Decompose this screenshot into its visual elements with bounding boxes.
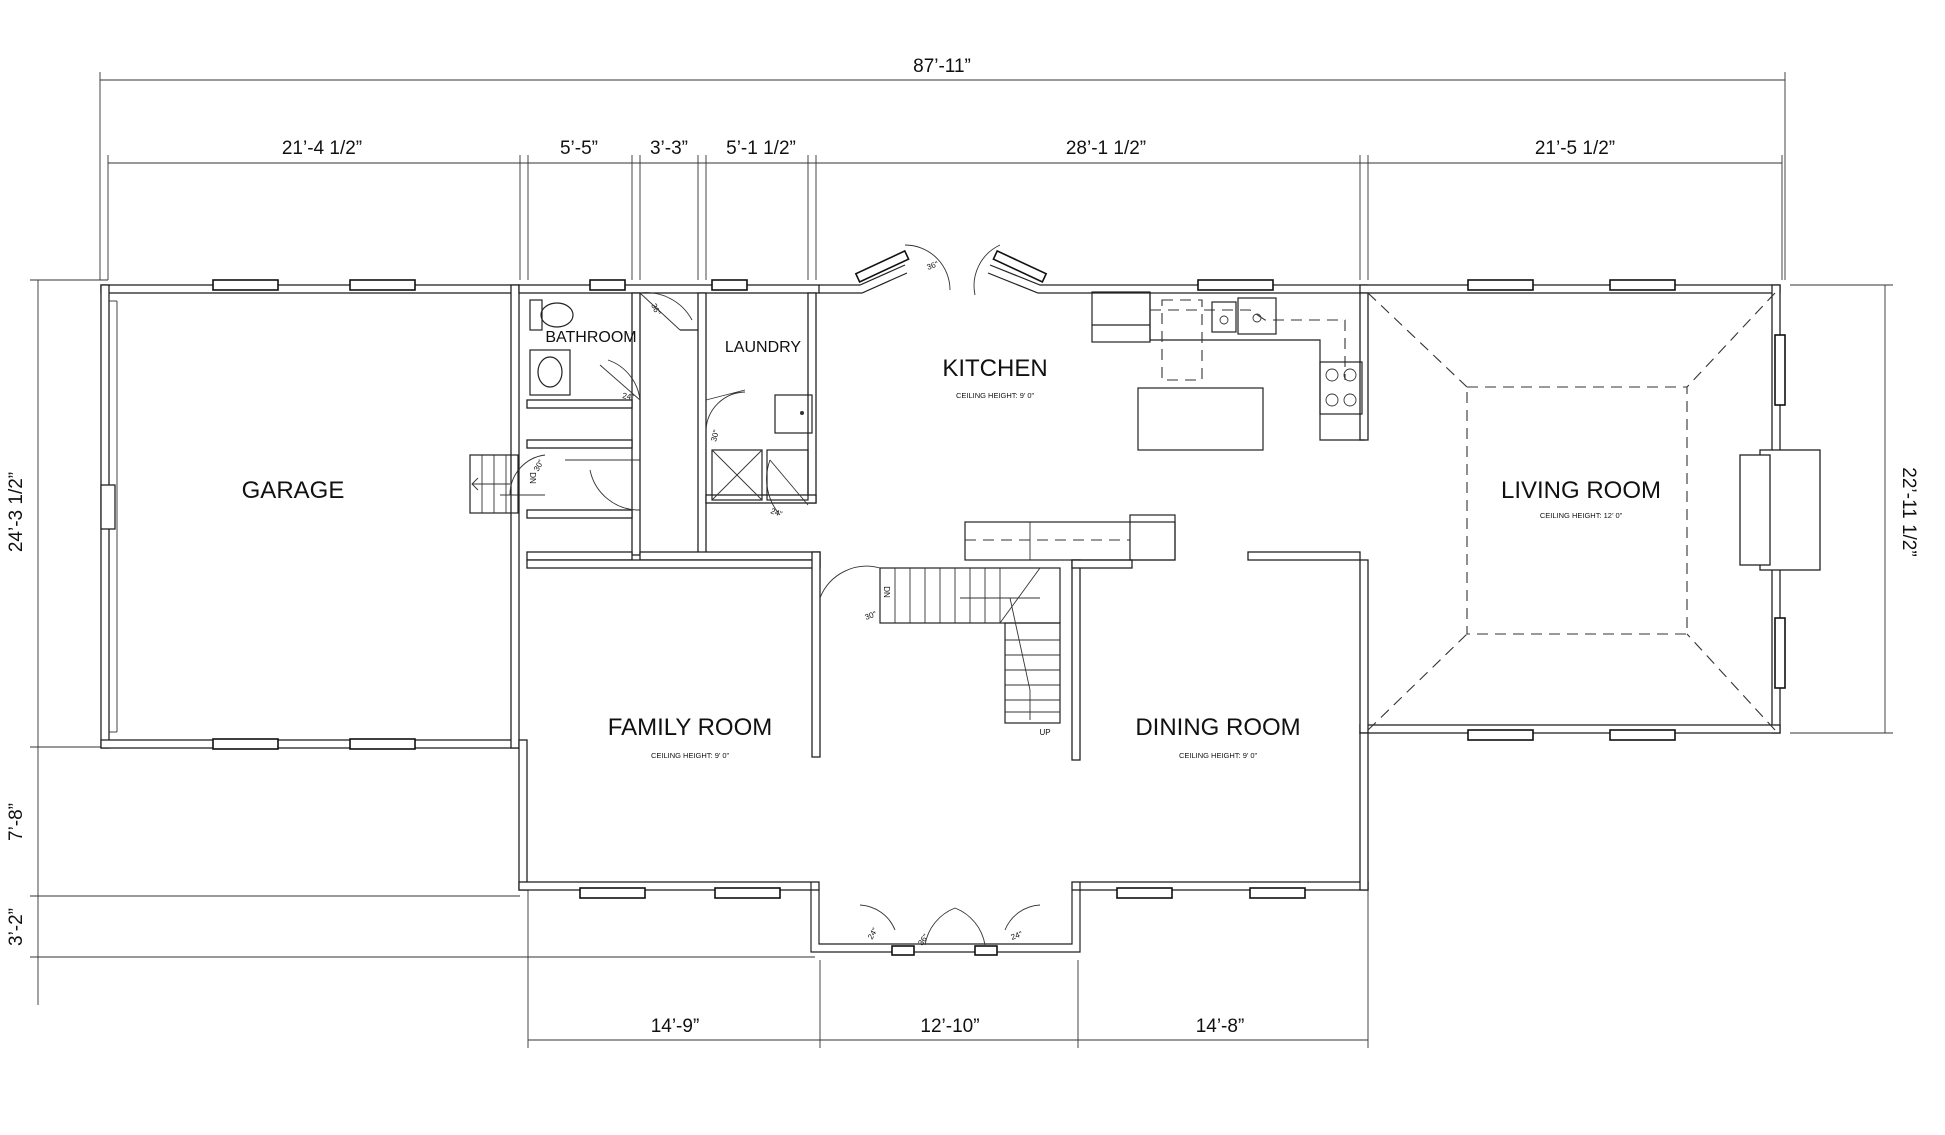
door-label-24-bath: 24" [622,391,635,402]
living-room-label: LIVING ROOM [1501,477,1661,504]
dim-foyer-width: 12’-10” [920,1016,979,1037]
dim-garage-depth: 24’-3 1/2” [6,472,27,552]
door-label-36-hall: 36" [649,302,662,317]
dim-living-width: 21’-5 1/2” [1535,138,1615,159]
dim-kitchen-width: 28’-1 1/2” [1066,138,1146,159]
stair-up-label: UP [1039,728,1050,737]
door-size-labels: 36" 24" 30" 24" 30" 36" 30" 24" 36" 24" [532,259,1024,947]
dim-front-depth: 3’-2” [6,908,27,946]
laundry-label: LAUNDRY [725,339,802,356]
dimension-lines [30,72,1893,1048]
dim-hall-width: 3’-3” [650,138,688,159]
living-room-tray-ceiling [1367,292,1776,731]
dim-dining-room-width: 14’-8” [1196,1016,1245,1037]
door-label-24-closet: 24" [769,506,783,519]
dim-laundry-width: 5’-1 1/2” [726,138,796,159]
living-ceiling-label: CEILING HEIGHT: 12’ 0” [1540,511,1623,520]
dim-family-room-width: 14’-9” [651,1016,700,1037]
door-label-24-front-right: 24" [1010,929,1024,942]
family-ceiling-label: CEILING HEIGHT: 9’ 0” [651,751,730,760]
dim-living-depth: 22’-11 1/2” [1898,467,1919,556]
main-stairs: DN UP [879,514,1176,737]
door-label-24-front-left: 24" [866,926,880,941]
kitchen-ceiling-label: CEILING HEIGHT: 9’ 0” [956,391,1035,400]
garage-steps: DN [469,454,537,514]
garage-label: GARAGE [242,477,345,504]
door-label-30-stair: 30" [864,609,878,622]
doors [500,244,1041,946]
garage-step-down-label: DN [528,472,537,484]
dining-room-label: DINING ROOM [1135,714,1300,741]
exterior-walls [100,264,1821,953]
kitchen-fixtures [1091,291,1365,451]
dim-bathroom-width: 5’-5” [560,138,598,159]
dining-ceiling-label: CEILING HEIGHT: 9’ 0” [1179,751,1258,760]
stair-down-label: DN [882,586,891,598]
dim-garage-width: 21’-4 1/2” [282,138,362,159]
dim-porch-depth: 7’-8” [6,803,27,841]
dim-overall-width: 87’-11” [913,56,971,77]
bathroom-label: BATHROOM [545,329,636,346]
windows [212,249,1786,956]
kitchen-label: KITCHEN [942,355,1047,382]
door-label-30-hall: 30" [532,458,546,473]
family-room-label: FAMILY ROOM [608,714,772,741]
room-labels: GARAGE BATHROOM LAUNDRY KITCHEN CEILING … [242,329,1661,760]
door-label-30-laundry: 30" [709,429,721,443]
door-label-36-kitchen: 36" [926,259,940,272]
dimension-labels: 87’-11” 21’-4 1/2” 5’-5” 3’-3” 5’-1 1/2”… [6,56,1919,1037]
bathroom-fixtures [529,299,574,396]
laundry-fixtures [711,394,813,501]
